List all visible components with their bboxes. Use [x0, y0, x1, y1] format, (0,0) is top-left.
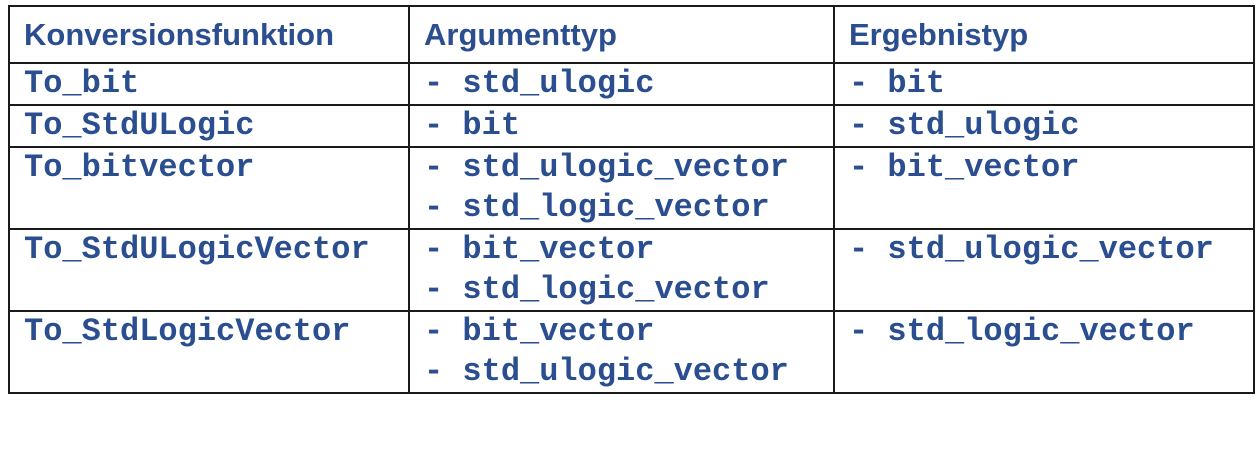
header-conversion-function: Konversionsfunktion	[8, 5, 410, 64]
table-row: To_bit - std_ulogic - bit	[8, 62, 1255, 106]
table-header-row: Konversionsfunktion Argumenttyp Ergebnis…	[8, 5, 1255, 64]
table-row: To_StdULogic - bit - std_ulogic	[8, 104, 1255, 148]
argument-type: - bit_vector	[424, 231, 655, 268]
header-argument-type: Argumenttyp	[408, 5, 835, 64]
result-cell: - std_ulogic_vector	[833, 228, 1255, 312]
function-cell: To_StdULogic	[8, 104, 410, 148]
argument-type: - std_ulogic_vector	[424, 353, 789, 390]
argument-type: - bit	[424, 107, 521, 144]
argument-cell: - bit_vector - std_logic_vector	[408, 228, 835, 312]
table-row: To_StdLogicVector - bit_vector - std_ulo…	[8, 310, 1255, 394]
argument-type: - std_logic_vector	[424, 271, 770, 308]
result-cell: - std_ulogic	[833, 104, 1255, 148]
result-type: - std_ulogic	[849, 107, 1080, 144]
result-type: - std_ulogic_vector	[849, 231, 1214, 268]
function-name: To_StdULogic	[24, 107, 255, 144]
argument-type: - std_ulogic	[424, 65, 655, 102]
result-cell: - bit_vector	[833, 146, 1255, 230]
table-row: To_StdULogicVector - bit_vector - std_lo…	[8, 228, 1255, 312]
argument-cell: - std_ulogic_vector - std_logic_vector	[408, 146, 835, 230]
function-name: To_StdLogicVector	[24, 313, 351, 350]
argument-type: - std_ulogic_vector	[424, 149, 789, 186]
result-type: - bit_vector	[849, 149, 1080, 186]
function-cell: To_bit	[8, 62, 410, 106]
function-name: To_bit	[24, 65, 140, 102]
result-cell: - bit	[833, 62, 1255, 106]
conversion-function-table: Konversionsfunktion Argumenttyp Ergebnis…	[8, 5, 1255, 394]
table-row: To_bitvector - std_ulogic_vector - std_l…	[8, 146, 1255, 230]
function-cell: To_bitvector	[8, 146, 410, 230]
argument-cell: - bit_vector - std_ulogic_vector	[408, 310, 835, 394]
function-cell: To_StdULogicVector	[8, 228, 410, 312]
argument-cell: - bit	[408, 104, 835, 148]
function-name: To_bitvector	[24, 149, 255, 186]
function-name: To_StdULogicVector	[24, 231, 370, 268]
function-cell: To_StdLogicVector	[8, 310, 410, 394]
result-cell: - std_logic_vector	[833, 310, 1255, 394]
argument-type: - std_logic_vector	[424, 189, 770, 226]
header-result-type: Ergebnistyp	[833, 5, 1255, 64]
result-type: - bit	[849, 65, 946, 102]
result-type: - std_logic_vector	[849, 313, 1195, 350]
argument-cell: - std_ulogic	[408, 62, 835, 106]
argument-type: - bit_vector	[424, 313, 655, 350]
